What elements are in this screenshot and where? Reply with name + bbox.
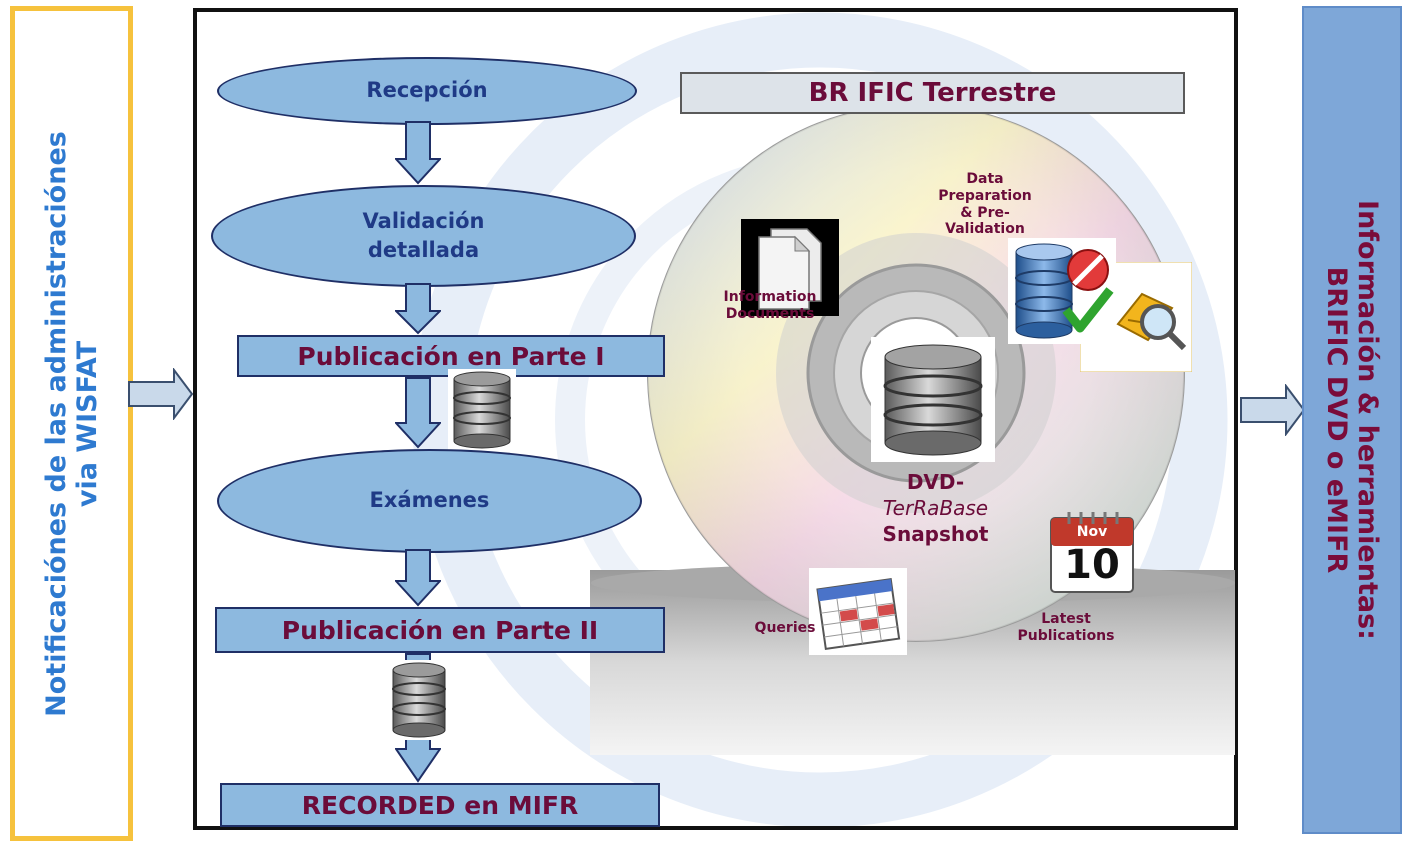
right-panel-line1: Información & herramientas: (1352, 200, 1384, 640)
database-icon (448, 369, 516, 451)
step-examenes: Exámenes (217, 449, 642, 553)
step-examenes-label: Exámenes (369, 488, 490, 513)
arrow-down-1 (395, 121, 441, 185)
central-database-icon (871, 337, 995, 462)
arrow-down-3 (395, 377, 441, 449)
data-prep-label: Data Preparation & Pre- Validation (915, 171, 1055, 238)
database-icon (388, 660, 450, 740)
step-validacion: Validación detallada (211, 185, 636, 287)
data-prep-line1: Data (966, 171, 1004, 187)
step-parte1-label: Publicación en Parte I (297, 341, 605, 371)
dvd-center-label: DVD- TerRaBase Snapshot (848, 469, 1023, 547)
latest-line1: Latest (1041, 611, 1091, 627)
dvd-center-line3: Snapshot (882, 522, 989, 546)
step-parte1: Publicación en Parte I (237, 335, 665, 377)
process-frame (193, 8, 1238, 830)
left-panel-text: Notificaciónes de las administraciónes v… (40, 131, 102, 717)
step-parte2-label: Publicación en Parte II (281, 615, 599, 645)
queries-label: Queries (754, 620, 816, 636)
step-validacion-line2: detallada (367, 238, 480, 262)
database-validation-icon (1008, 238, 1116, 344)
output-arrow (1240, 384, 1306, 436)
calendar-month: Nov (1076, 524, 1108, 540)
data-prep-line4: Validation (945, 221, 1025, 238)
right-panel-text: Información & herramientas: BRIFIC DVD o… (1321, 200, 1383, 640)
right-output-panel: Información & herramientas: BRIFIC DVD o… (1302, 6, 1402, 834)
left-panel-line1: Notificaciónes de las administraciónes (40, 130, 72, 717)
step-recorded-label: RECORDED en MIFR (301, 790, 579, 820)
latest-line2: Publications (1017, 627, 1115, 644)
info-docs-label: Information Documents (700, 289, 840, 323)
dvd-title-box: BR IFIC Terrestre (680, 72, 1185, 114)
step-recorded: RECORDED en MIFR (220, 783, 660, 827)
input-arrow (128, 368, 194, 420)
data-prep-line3: & Pre- (960, 204, 1010, 221)
dvd-title: BR IFIC Terrestre (808, 78, 1057, 108)
calendar-day: 10 (1064, 542, 1120, 588)
step-parte2: Publicación en Parte II (215, 607, 665, 653)
info-docs-line2: Documents (725, 305, 815, 322)
calendar-icon (1050, 512, 1134, 593)
step-recepcion-label: Recepción (366, 78, 488, 103)
dvd-center-line1: DVD- (906, 470, 965, 494)
dvd-center-line2: TerRaBase (882, 496, 989, 520)
step-validacion-line1: Validación (362, 208, 485, 233)
step-recepcion: Recepción (217, 57, 637, 125)
left-panel-line2: via WISFAT (71, 340, 103, 507)
data-prep-line2: Preparation (938, 187, 1032, 204)
left-input-panel: Notificaciónes de las administraciónes v… (10, 6, 133, 841)
queries-icon (809, 568, 907, 655)
document-icon (741, 219, 839, 316)
arrow-down-4 (395, 549, 441, 607)
arrow-down-2 (395, 283, 441, 335)
right-panel-line2: BRIFIC DVD o eMIFR (1321, 266, 1352, 574)
latest-publications-label: Latest Publications (996, 611, 1136, 645)
info-docs-line1: Information (723, 289, 817, 305)
